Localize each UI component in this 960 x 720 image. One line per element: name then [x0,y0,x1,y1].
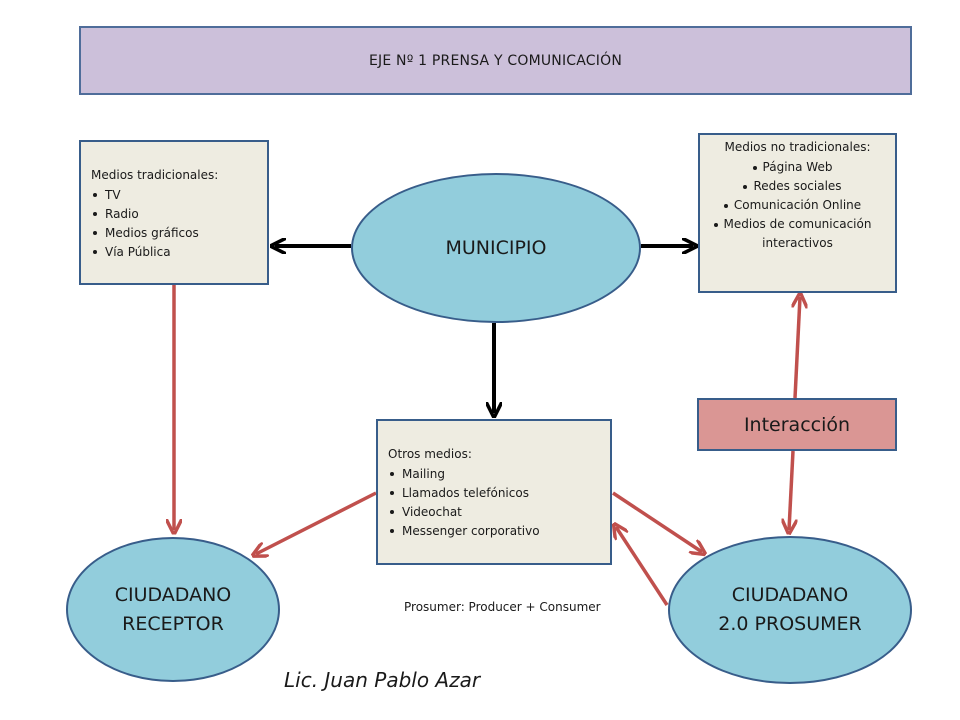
arrow-other-to-receptor [256,491,377,554]
non-traditional-media-title: Medios no tradicionales: [724,140,871,154]
list-item-text: Medios de comunicación interactivos [723,217,872,250]
list-item: Página Web [706,158,889,177]
list-item: Llamados telefónicos [390,484,602,503]
list-item: TV [93,186,259,205]
list-item: Radio [93,205,259,224]
list-item: Comunicación Online [706,196,889,215]
other-media-title: Otros medios: [388,447,472,461]
prosumer-line1: CIUDADANO [731,584,849,606]
list-item-text: Redes sociales [753,179,842,193]
list-item: Medios de comunicación interactivos [706,215,889,253]
receptor-line1: CIUDADANO [114,583,232,606]
traditional-media-title: Medios tradicionales: [91,168,219,182]
ciudadano-prosumer-node: CIUDADANO 2.0 PROSUMER [668,536,912,684]
list-item: Mailing [390,465,602,484]
other-media-list: Mailing Llamados telefónicos Videochat M… [388,465,602,541]
list-item-text: Comunicación Online [733,198,862,212]
arrow-interaction-to-nontraditional [795,297,800,399]
header-banner: EJE Nº 1 PRENSA Y COMUNICACIÓN [79,26,912,95]
arrow-prosumer-to-other [616,527,669,606]
list-item: Vía Pública [93,243,259,262]
traditional-media-list: TV Radio Medios gráficos Vía Pública [91,186,259,262]
municipio-label: MUNICIPIO [445,237,547,259]
prosumer-line2: 2.0 PROSUMER [718,613,862,635]
municipio-node: MUNICIPIO [351,173,641,323]
prosumer-note: Prosumer: Producer + Consumer [404,600,601,614]
header-title: EJE Nº 1 PRENSA Y COMUNICACIÓN [368,52,623,69]
interaction-box: Interacción [697,398,897,451]
arrow-other-to-prosumer [612,491,702,552]
list-item: Videochat [390,503,602,522]
list-item: Messenger corporativo [390,522,602,541]
non-traditional-media-box: Medios no tradicionales: Página Web Rede… [698,133,897,293]
list-item-text: Página Web [762,160,833,174]
non-traditional-media-list: Página Web Redes sociales Comunicación O… [706,158,889,253]
arrow-interaction-to-prosumer [789,450,793,530]
list-item: Redes sociales [706,177,889,196]
interaction-label: Interacción [743,413,851,436]
author-credit: Lic. Juan Pablo Azar [284,668,481,692]
traditional-media-box: Medios tradicionales: TV Radio Medios gr… [79,140,269,285]
receptor-line2: RECEPTOR [122,612,224,635]
ciudadano-receptor-node: CIUDADANO RECEPTOR [66,537,280,682]
other-media-box: Otros medios: Mailing Llamados telefónic… [376,419,612,565]
list-item: Medios gráficos [93,224,259,243]
